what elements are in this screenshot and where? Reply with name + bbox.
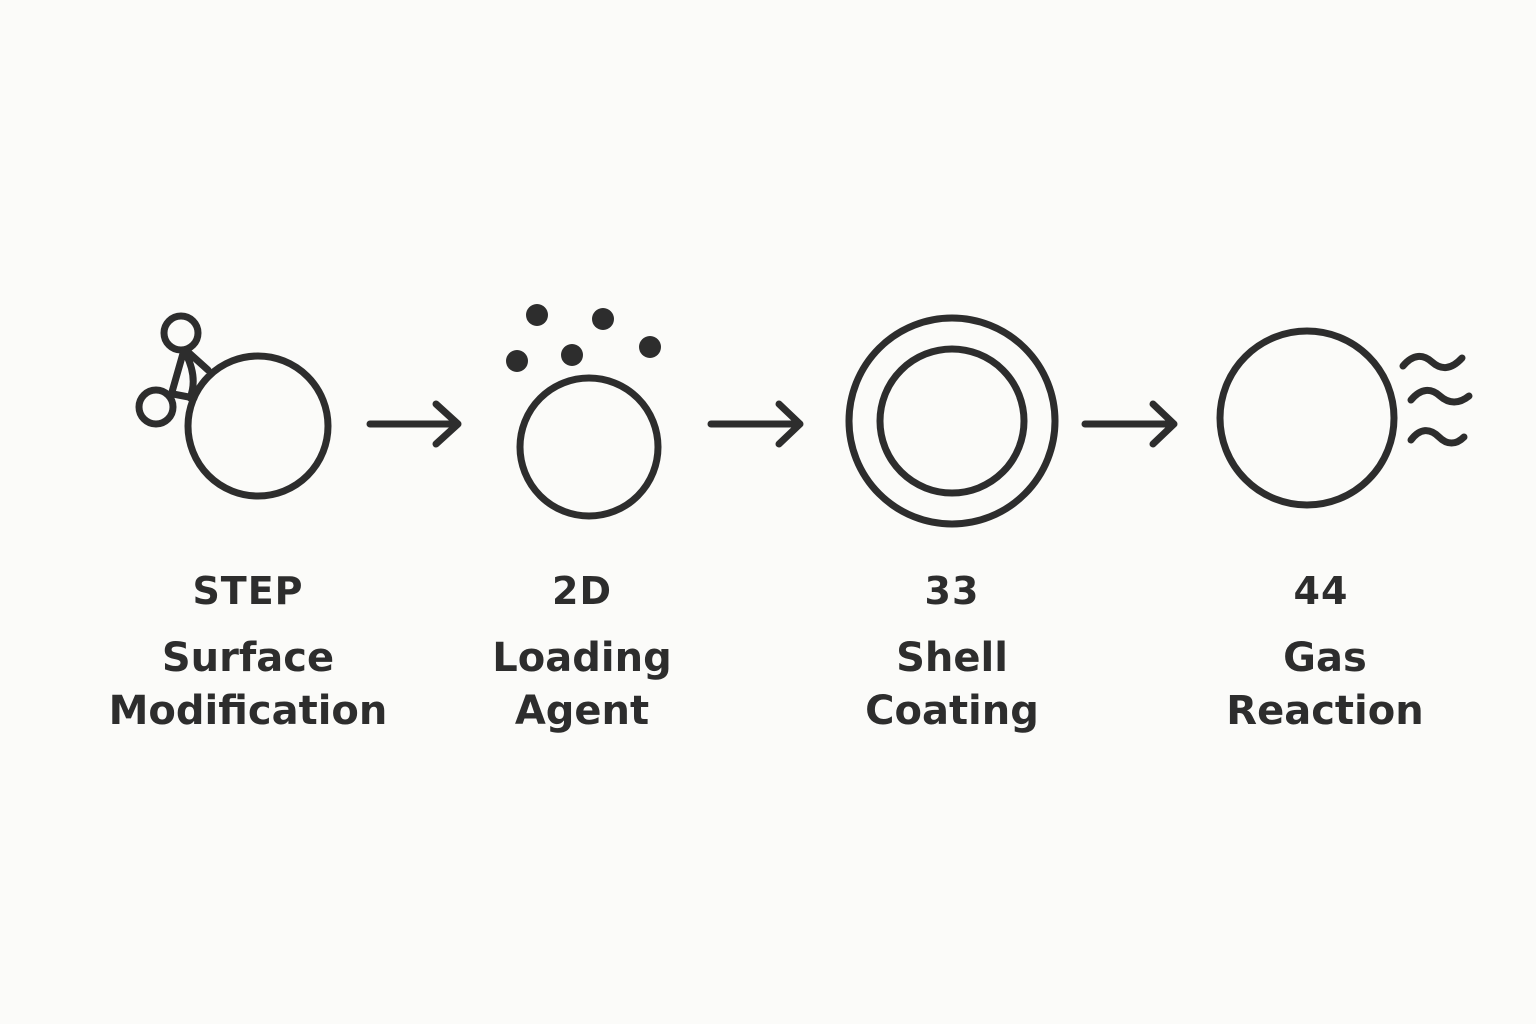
particle-core [1216,327,1398,509]
ligand-node-top [160,312,202,354]
particle-core [516,374,662,520]
step-number: 33 [924,569,980,613]
particle-core [184,352,332,500]
step-title-line: Coating [865,688,1039,734]
shell-coating-icon [845,314,1059,528]
step-title-line: Reaction [1226,688,1424,734]
step-title-line: Shell [896,635,1008,681]
gas-wave-icon [1407,427,1468,447]
step-title-line: Agent [514,688,650,734]
step-number: 44 [1293,569,1349,613]
loading-agent-icon [506,304,662,520]
step-number: 2D [552,569,612,613]
gas-reaction-icon [1216,327,1473,509]
agent-dot [506,350,528,372]
agent-dot [561,344,583,366]
step-title-line: Gas [1283,635,1367,681]
step-title-line: Loading [492,635,672,681]
arrow-right-icon [707,400,804,448]
surface-modification-icon [135,312,332,500]
agent-dot [639,336,661,358]
outer-shell [845,314,1059,528]
inner-core [876,345,1028,497]
step-title-line: Surface [161,635,335,681]
step-title: Gas Reaction [1165,632,1485,738]
agent-dot [592,308,614,330]
ligand-bond [168,346,212,402]
agent-dot [526,304,548,326]
gas-wave-icon [1399,353,1466,371]
ligand-node-left [135,386,177,428]
arrow-right-icon [1081,400,1178,448]
step-title: Surface Modification [88,632,408,738]
step-title: Loading Agent [422,632,742,738]
arrow-right-icon [366,400,462,448]
gas-wave-icon [1407,387,1473,406]
step-title: Shell Coating [792,632,1112,738]
step-title-line: Modification [108,688,388,734]
step-number: STEP [192,569,304,613]
